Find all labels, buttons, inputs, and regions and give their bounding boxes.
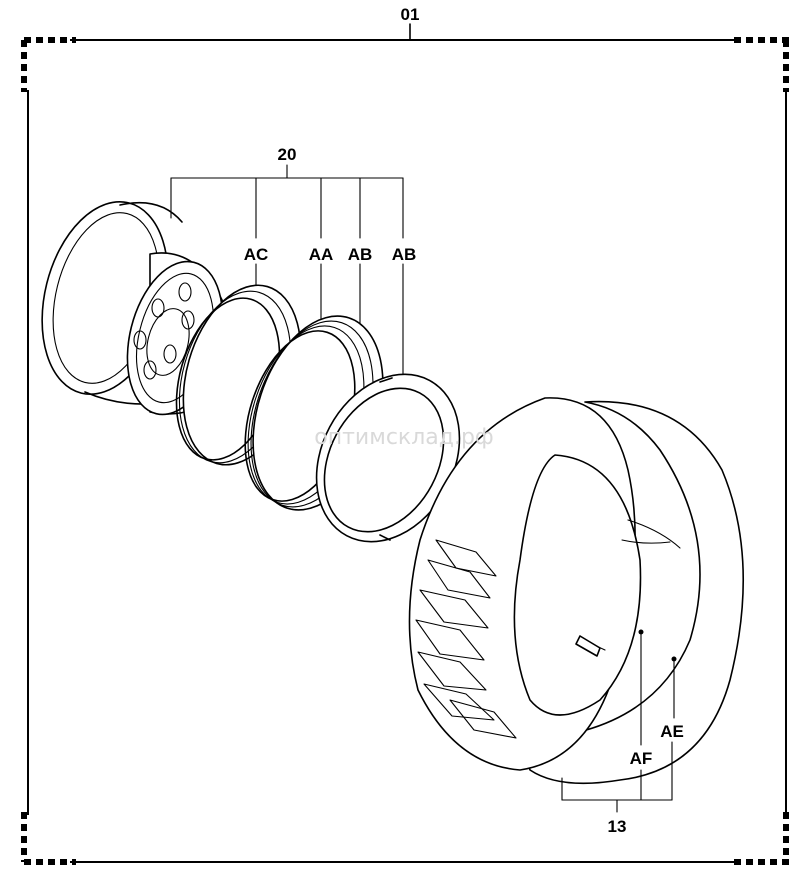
tire-tread [415, 539, 517, 739]
watermark: оптимсклад.рф [314, 425, 493, 450]
tire-label: AE [660, 722, 684, 741]
tube-label: AF [630, 749, 653, 768]
wheel-group-label: 20 [278, 145, 297, 164]
assembly-frame [21, 23, 789, 865]
tire-group-label: 13 [608, 817, 627, 836]
rim-bolt-holes [133, 282, 195, 380]
lock-ring-label-2: AB [392, 245, 417, 264]
lock-ring [315, 373, 461, 543]
assembly-label: 01 [401, 5, 420, 24]
tire [408, 397, 744, 785]
lock-ring-label-1: AB [348, 245, 373, 264]
rim-label: AC [244, 245, 269, 264]
ring-label: AA [309, 245, 334, 264]
rim [41, 201, 229, 416]
tire-group-leader [561, 631, 675, 813]
